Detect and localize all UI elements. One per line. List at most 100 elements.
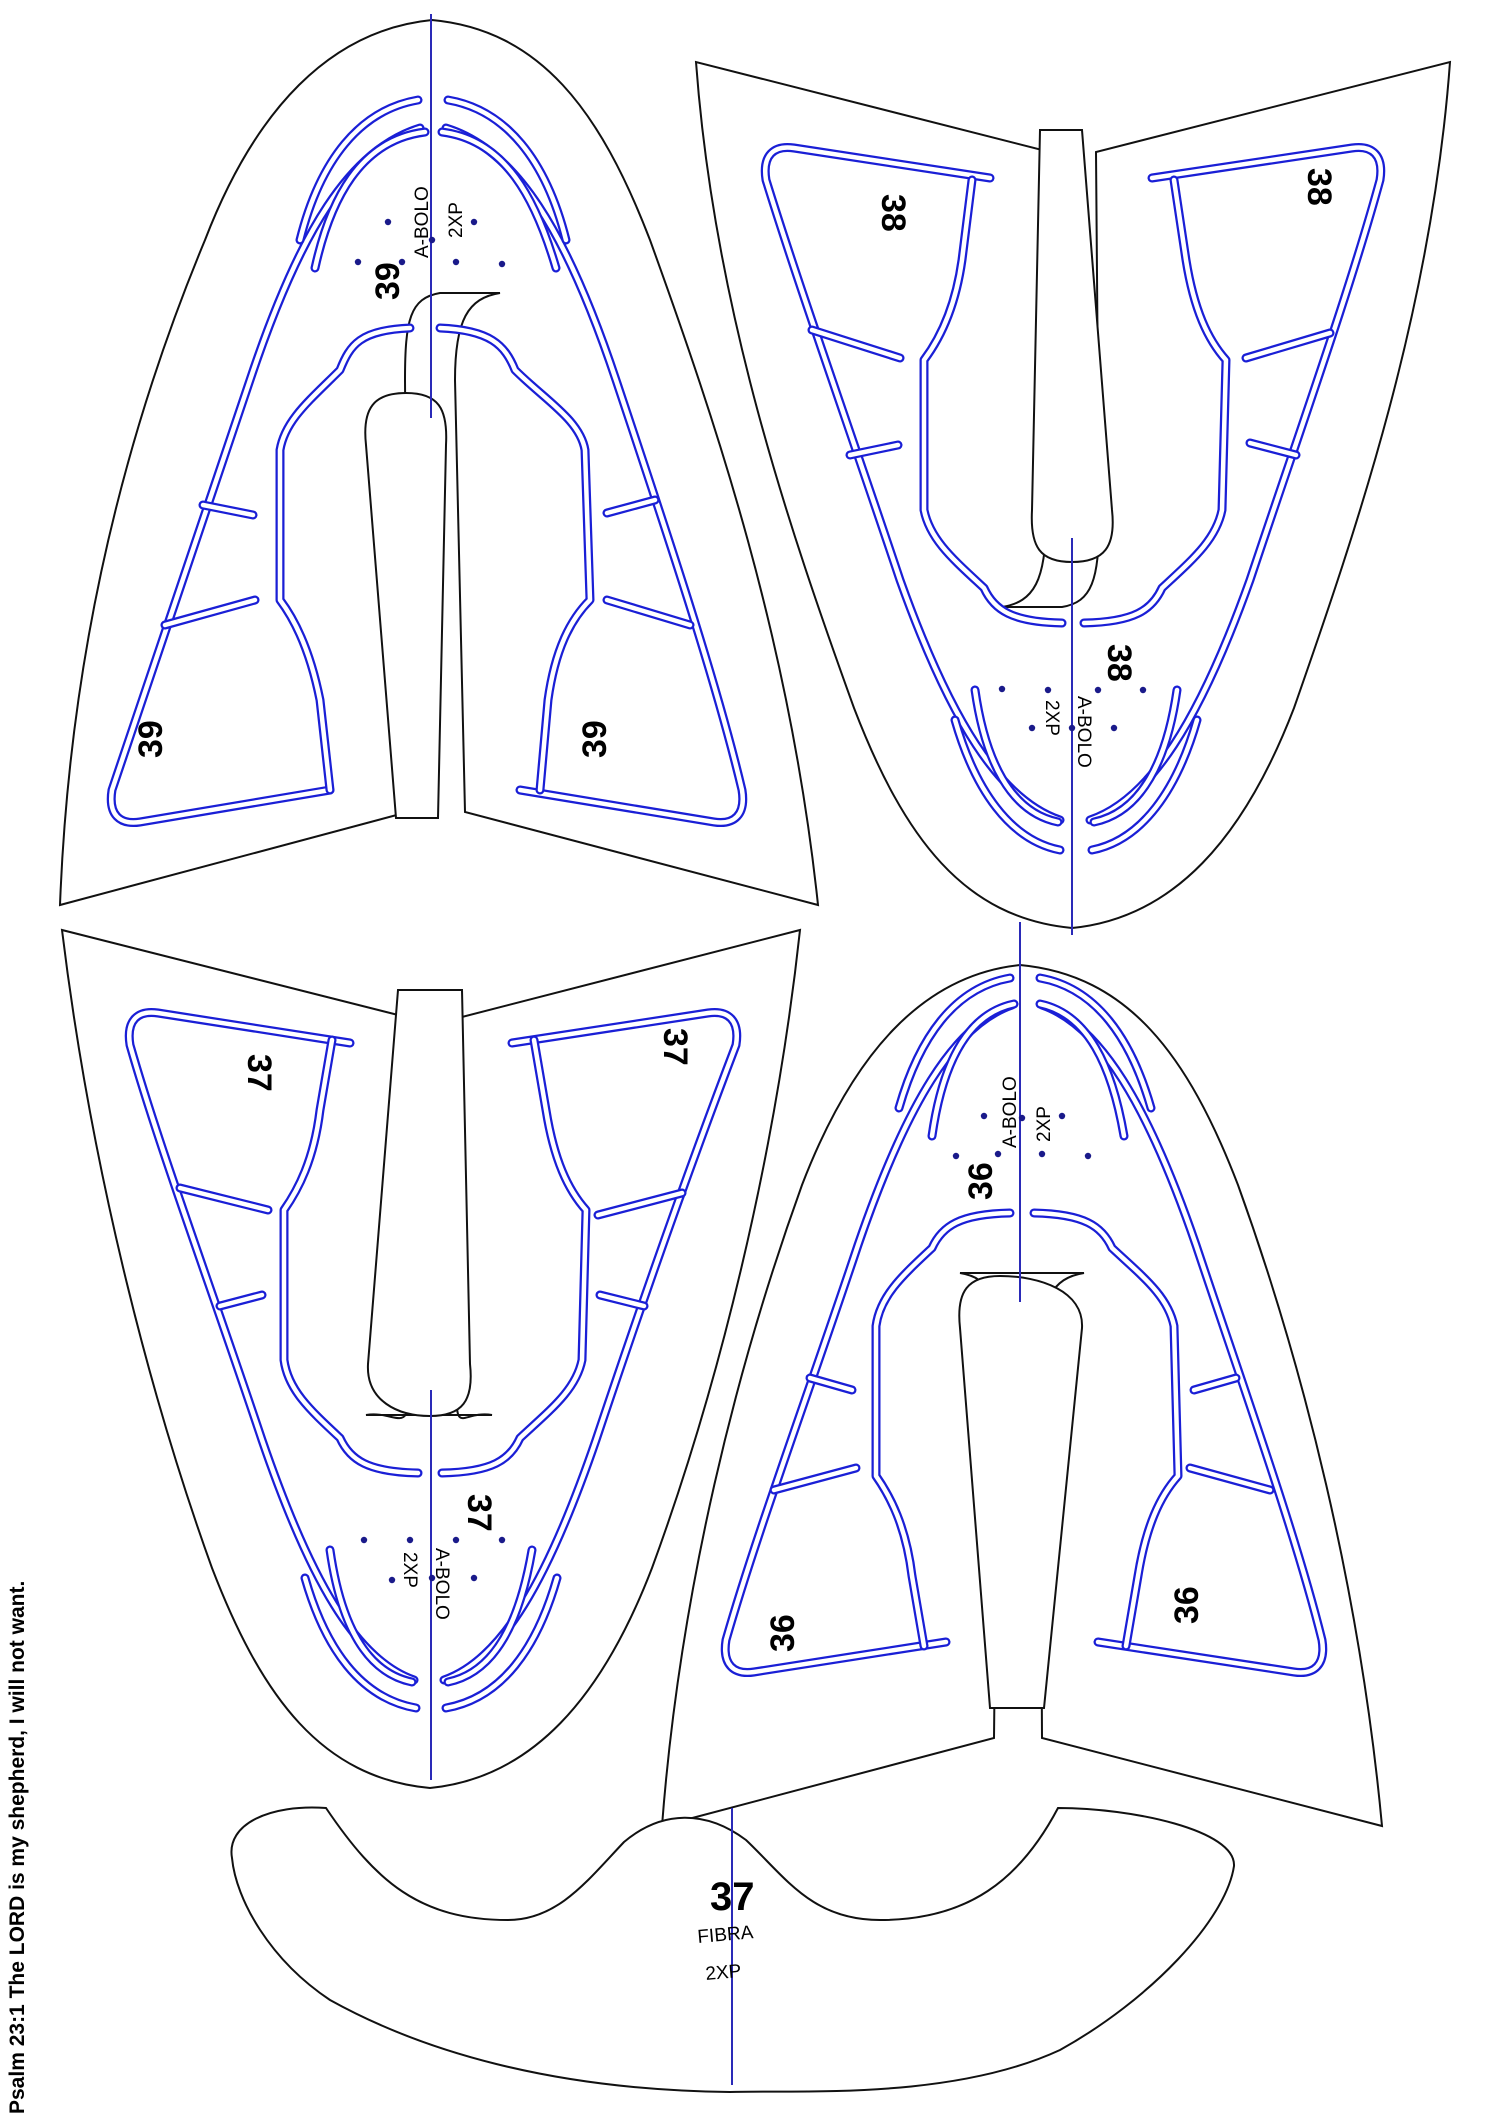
size-label: 37 [656, 1028, 694, 1066]
channel-line [1191, 1375, 1239, 1393]
footer-verse: Psalm 23:1 The LORD is my shepherd, I wi… [6, 1581, 29, 2114]
channel-line [297, 97, 421, 243]
channel-line [1243, 330, 1333, 361]
channel-line [277, 325, 413, 793]
channel-line [302, 1575, 419, 1711]
marker-dot [470, 1574, 478, 1582]
channel-lines [720, 973, 1328, 1678]
piece-outline [694, 60, 1452, 930]
channel-line [604, 597, 693, 628]
quantity-label: 2XP [1034, 1106, 1055, 1142]
quantity-label: 2XP [399, 1552, 420, 1588]
material-label: A-BOLO [1073, 696, 1094, 768]
pattern-piece-38: 38 A-BOLO 2XP 38 38 [694, 60, 1452, 935]
size-label: 39 [132, 720, 170, 758]
material-label: A-BOLO [1000, 1076, 1021, 1148]
channel-line [807, 1375, 855, 1393]
marker-dot [998, 685, 1006, 693]
marker-dot [428, 1574, 436, 1582]
size-label: 37 [460, 1494, 498, 1532]
marker-dot [498, 1536, 506, 1544]
material-label: A-BOLO [412, 186, 433, 258]
channel-line [443, 1575, 560, 1711]
channel-line [597, 1292, 647, 1309]
channel-line [1247, 440, 1299, 458]
marker-dot [360, 1536, 368, 1544]
material-label: FIBRA [697, 1922, 755, 1948]
marker-dot [1094, 686, 1102, 694]
channel-lines [106, 95, 748, 828]
channel-lines [124, 1007, 742, 1713]
center-slot [958, 1274, 1084, 1709]
channel-line [445, 97, 569, 243]
marker-dot [1038, 1150, 1046, 1158]
channel-line [1091, 687, 1180, 825]
marker-dot [384, 218, 392, 226]
piece-outline [660, 963, 1384, 1828]
channel-line [439, 1037, 589, 1476]
pattern-piece-39: 39 A-BOLO 2XP 39 39 [58, 14, 820, 907]
channel-line [952, 717, 1063, 853]
channel-line [1039, 1002, 1326, 1675]
channel-line [896, 975, 1013, 1111]
channel-line [1037, 975, 1154, 1111]
marker-dot [1139, 686, 1147, 694]
marker-dot [1028, 724, 1036, 732]
channel-line [1031, 1210, 1181, 1649]
center-slot [1030, 129, 1114, 564]
channel-line [1089, 717, 1200, 853]
size-label: 39 [369, 262, 407, 300]
channel-line [439, 129, 559, 271]
marker-dot [452, 258, 460, 266]
center-slot [366, 989, 472, 1418]
material-label: A-BOLO [431, 1548, 452, 1620]
size-label: 36 [1168, 1586, 1206, 1624]
channel-line [200, 502, 256, 518]
channel-line [327, 1547, 415, 1685]
marker-dots [360, 1536, 506, 1584]
size-label: 36 [764, 1614, 802, 1652]
channel-line [1081, 177, 1229, 626]
channel-line [312, 129, 428, 271]
marker-dot [428, 236, 436, 244]
marker-dot [470, 218, 478, 226]
channel-line [1187, 1465, 1273, 1493]
size-label: 38 [1300, 168, 1338, 206]
marker-dot [452, 1536, 460, 1544]
channel-line [929, 1001, 1017, 1139]
channel-line [847, 442, 901, 458]
marker-dot [1110, 724, 1118, 732]
marker-dot [980, 1112, 988, 1120]
channel-line [162, 597, 258, 628]
channel-line [722, 1002, 1015, 1675]
channel-line [873, 1210, 1013, 1649]
size-label: 39 [576, 720, 614, 758]
marker-dot [952, 1152, 960, 1160]
marker-dot [1084, 1152, 1092, 1160]
marker-dot [1044, 686, 1052, 694]
quantity-label: 2XP [446, 202, 467, 238]
channel-line [445, 1547, 535, 1685]
channel-line [809, 327, 903, 361]
marker-dots [354, 218, 506, 268]
channel-line [217, 1292, 265, 1309]
channel-line [281, 1037, 421, 1476]
marker-dot [406, 1536, 414, 1544]
channel-line [921, 177, 1065, 626]
pattern-piece-36: 36 A-BOLO 2XP 36 36 [660, 922, 1384, 1828]
channel-lines [760, 142, 1386, 855]
marker-dot [498, 260, 506, 268]
quantity-label: 2XP [1041, 700, 1062, 736]
marker-dot [1068, 724, 1076, 732]
marker-dot [398, 258, 406, 266]
marker-dots [998, 685, 1147, 732]
channel-line [604, 497, 658, 516]
pattern-piece-37: 37 A-BOLO 2XP 37 37 [60, 928, 802, 1790]
marker-dots [952, 1112, 1092, 1160]
marker-dot [994, 1150, 1002, 1158]
size-label: 38 [1100, 644, 1138, 682]
size-label: 36 [962, 1162, 1000, 1200]
channel-line [437, 325, 593, 793]
size-label: 38 [874, 194, 912, 232]
